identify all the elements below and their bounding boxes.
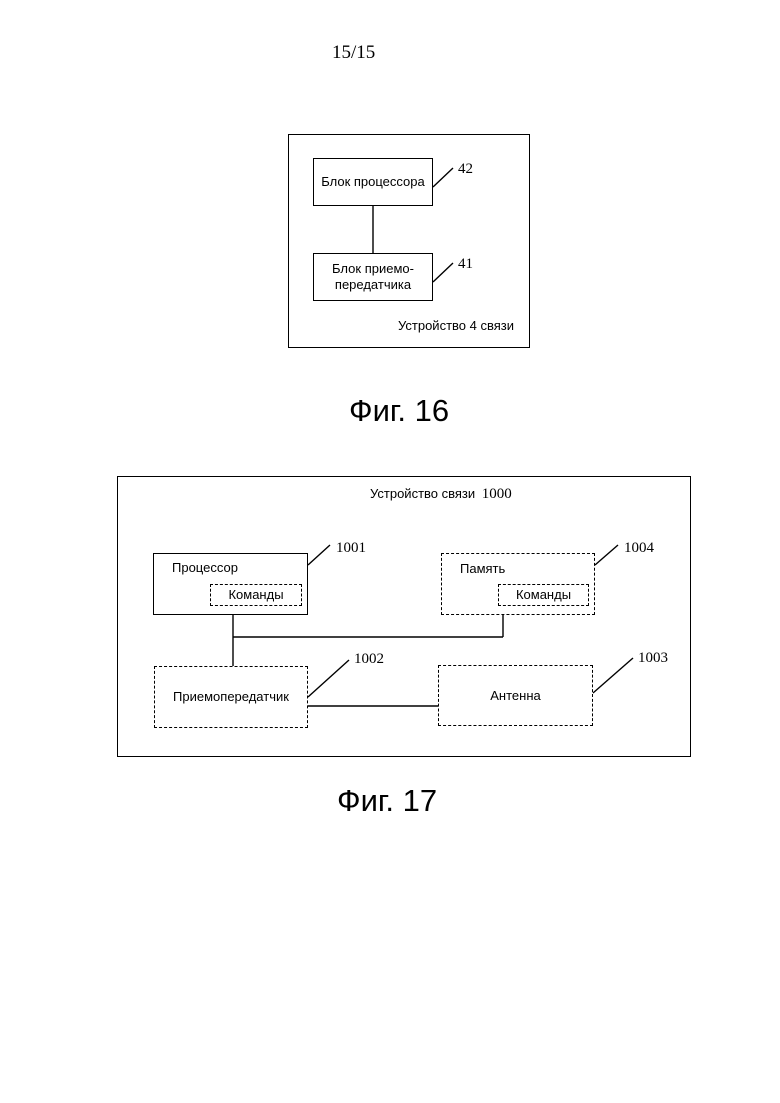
processor-leader xyxy=(308,545,330,565)
antenna-leader xyxy=(593,658,633,693)
transceiver-leader xyxy=(308,660,349,697)
memory-leader xyxy=(595,545,618,565)
transceiver-block-leader xyxy=(433,263,453,282)
processor-block-leader xyxy=(433,168,453,187)
